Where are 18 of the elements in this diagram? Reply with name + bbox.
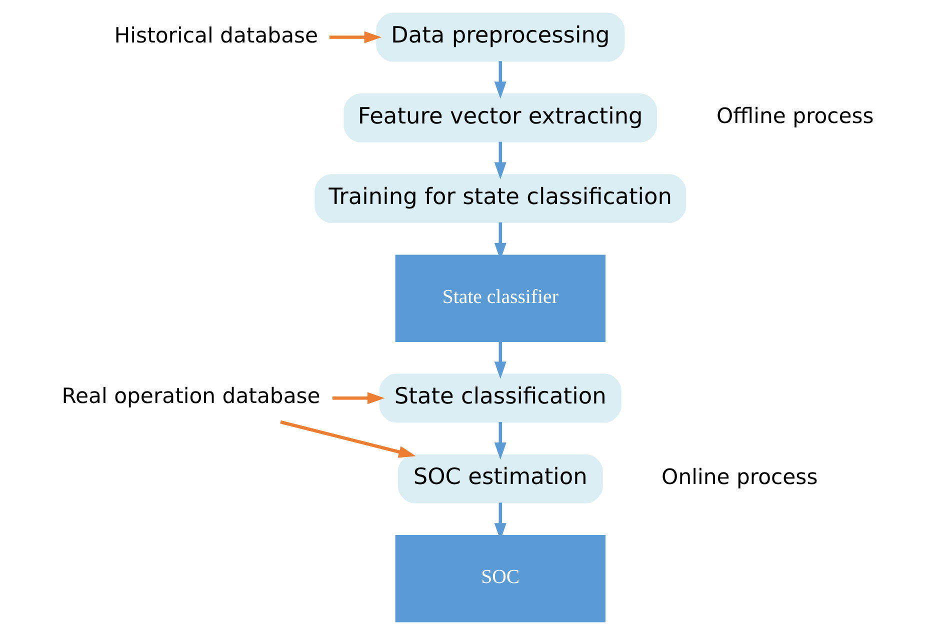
arrow [280,420,416,458]
node-box: Data preprocessing [376,12,624,62]
node-text: Historical database [114,22,318,48]
node-box: Training for state classification [314,174,686,223]
node-box: SOC [394,534,605,622]
node-box: Feature vector extracting [343,93,657,142]
arrow [494,422,506,460]
arrow [494,61,506,99]
arrow [328,31,381,44]
node-box: State classifier [394,254,605,342]
arrow [494,142,506,180]
label: Online process [661,464,818,489]
arrow [494,341,506,379]
label: Offline process [716,102,874,128]
node-text: Real operation database [61,383,320,408]
node-box: State classification [378,374,621,423]
node-box: SOC estimation [397,454,602,504]
arrow [332,392,384,404]
